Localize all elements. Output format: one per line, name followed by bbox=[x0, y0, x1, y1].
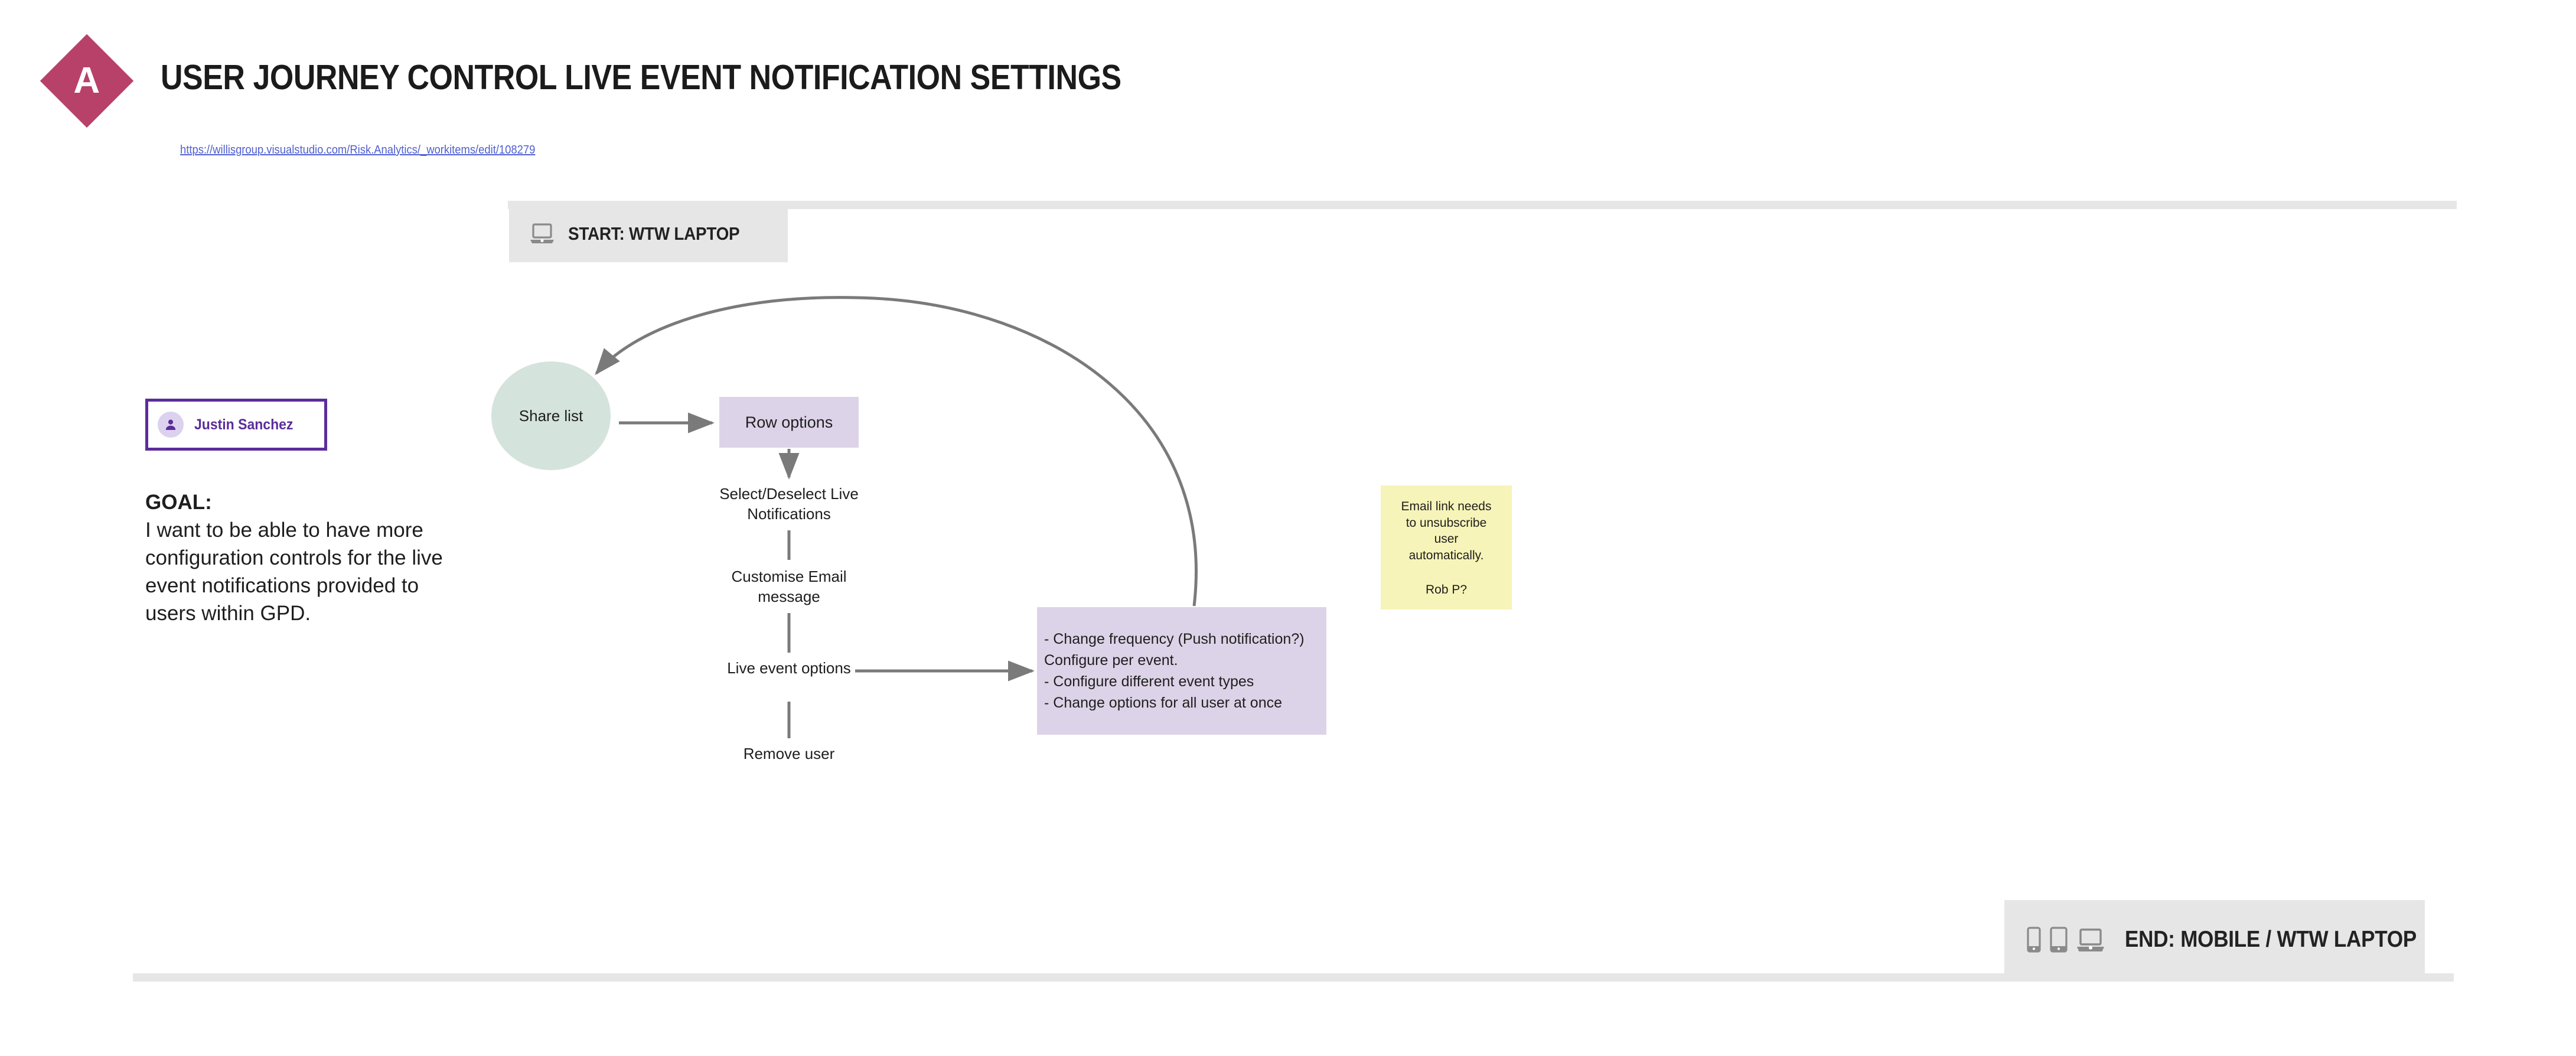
sticky-note[interactable]: Email link needs to unsubscribe user aut… bbox=[1381, 485, 1512, 610]
journey-badge: A bbox=[40, 34, 134, 128]
step-label-live-event-options: Live event options bbox=[727, 659, 851, 677]
step-label-select-deselect: Select/Deselect Live Notifications bbox=[719, 485, 859, 523]
goal-heading: GOAL: bbox=[145, 491, 212, 514]
connector-detail-to-share-arc bbox=[595, 296, 1198, 607]
step-label-customise-email: Customise Email message bbox=[731, 568, 847, 605]
node-share-list-label: Share list bbox=[519, 406, 583, 425]
mobile-phone-icon bbox=[2027, 927, 2041, 953]
top-rail bbox=[508, 201, 2457, 209]
avatar bbox=[158, 412, 184, 438]
node-detail-text: - Change frequency (Push notification?) … bbox=[1044, 631, 1305, 711]
persona-name: Justin Sanchez bbox=[194, 416, 294, 433]
badge-letter: A bbox=[73, 60, 100, 101]
person-icon bbox=[165, 419, 176, 430]
goal-block: GOAL: I want to be able to have more con… bbox=[145, 489, 464, 627]
end-banner-icons bbox=[2026, 926, 2106, 953]
start-banner-icons bbox=[529, 223, 555, 245]
work-item-link[interactable]: https://willisgroup.visualstudio.com/Ris… bbox=[180, 144, 536, 157]
sticky-note-author: Rob P? bbox=[1425, 582, 1468, 597]
node-row-options-label: Row options bbox=[745, 413, 833, 431]
step-label-remove-user: Remove user bbox=[743, 745, 835, 762]
laptop-icon bbox=[530, 223, 554, 243]
sticky-note-body: Email link needs to unsubscribe user aut… bbox=[1401, 500, 1492, 563]
persona-card[interactable]: Justin Sanchez bbox=[145, 399, 327, 451]
bottom-rail bbox=[133, 973, 2454, 982]
node-detail-box[interactable]: - Change frequency (Push notification?) … bbox=[1037, 607, 1326, 735]
start-banner-label: START: WTW LAPTOP bbox=[568, 223, 740, 244]
node-share-list[interactable]: Share list bbox=[491, 361, 611, 470]
goal-text: I want to be able to have more configura… bbox=[145, 518, 443, 625]
laptop-icon bbox=[2077, 928, 2104, 951]
start-banner: START: WTW LAPTOP bbox=[509, 206, 788, 262]
end-banner: END: MOBILE / WTW LAPTOP bbox=[2004, 900, 2425, 979]
tablet-icon bbox=[2050, 927, 2068, 953]
page-title: USER JOURNEY CONTROL LIVE EVENT NOTIFICA… bbox=[161, 58, 1121, 97]
end-banner-label: END: MOBILE / WTW LAPTOP bbox=[2125, 927, 2417, 952]
node-row-options[interactable]: Row options bbox=[719, 397, 859, 448]
